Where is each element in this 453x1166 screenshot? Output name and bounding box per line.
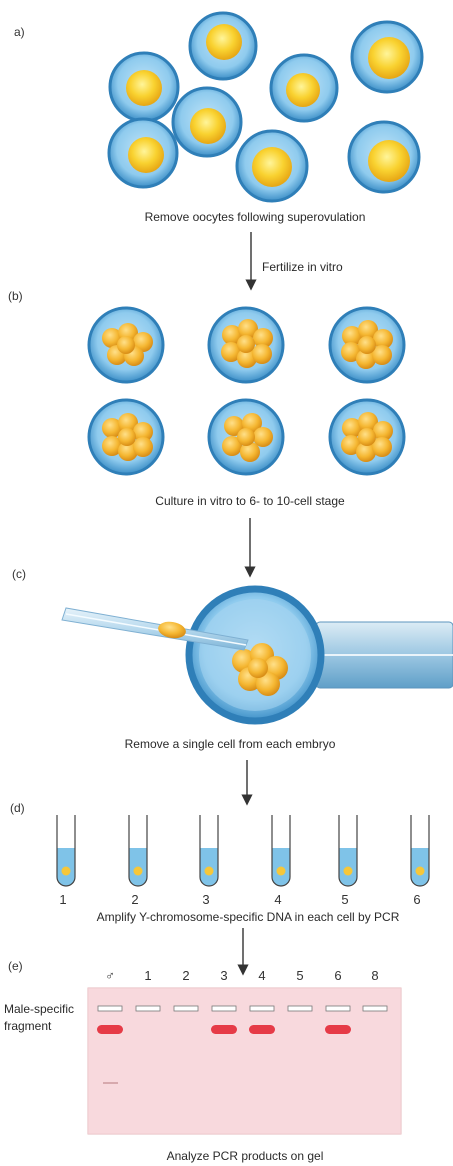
tube-label: 5 <box>341 892 348 907</box>
band-label-line1: Male-specific <box>4 1002 74 1016</box>
embryo-group <box>89 308 404 474</box>
tube-label: 6 <box>413 892 420 907</box>
pcr-tube-row: 1 2 3 4 5 6 <box>57 815 429 907</box>
pcr-tube: 1 <box>57 815 75 907</box>
panel-e-label: (e) <box>8 959 23 973</box>
tube-label: 2 <box>131 892 138 907</box>
single-cell <box>277 867 286 876</box>
gel-well <box>326 1006 350 1011</box>
holding-pipette <box>308 622 453 688</box>
embryo <box>330 308 404 382</box>
gel-well <box>288 1006 312 1011</box>
gel-lane-labels: ♂ 1 2 3 4 5 6 8 <box>105 968 378 983</box>
male-specific-band <box>249 1025 275 1034</box>
oocyte <box>110 53 178 121</box>
lane-label: 2 <box>182 968 189 983</box>
panel-c-label: (c) <box>12 567 26 581</box>
pcr-tube: 3 <box>200 815 218 907</box>
oocyte <box>271 55 337 121</box>
lane-label: 5 <box>296 968 303 983</box>
fertilize-label: Fertilize in vitro <box>262 260 343 274</box>
lane-label: 8 <box>371 968 378 983</box>
gel-well <box>174 1006 198 1011</box>
pcr-tube: 4 <box>272 815 290 907</box>
male-specific-band <box>325 1025 351 1034</box>
single-cell <box>62 867 71 876</box>
embryo <box>330 400 404 474</box>
panel-a-label: a) <box>14 25 25 39</box>
oocyte <box>237 131 307 201</box>
oocyte <box>352 22 422 92</box>
panel-b-label: (b) <box>8 289 23 303</box>
single-cell <box>205 867 214 876</box>
panel-d-label: (d) <box>10 801 25 815</box>
pcr-tube: 2 <box>129 815 147 907</box>
gel-well <box>136 1006 160 1011</box>
tube-label: 3 <box>202 892 209 907</box>
panel-d-caption: Amplify Y-chromosome-specific DNA in eac… <box>97 910 400 924</box>
gel-well <box>98 1006 122 1011</box>
panel-e-caption: Analyze PCR products on gel <box>167 1149 324 1163</box>
panel-c-caption: Remove a single cell from each embryo <box>125 737 336 751</box>
lane-label: 6 <box>334 968 341 983</box>
male-specific-band <box>97 1025 123 1034</box>
panel-a-caption: Remove oocytes following superovulation <box>145 210 366 224</box>
pcr-tube: 6 <box>411 815 429 907</box>
embryo <box>209 400 283 474</box>
band-label-line2: fragment <box>4 1019 52 1033</box>
embryo <box>89 308 163 382</box>
lane-label-male-control: ♂ <box>105 968 115 983</box>
single-cell <box>344 867 353 876</box>
embryo-large <box>189 589 321 721</box>
lane-label: 4 <box>258 968 265 983</box>
panel-b-caption: Culture in vitro to 6- to 10-cell stage <box>155 494 345 508</box>
oocyte-group <box>109 13 422 201</box>
gel <box>88 988 401 1134</box>
oocyte <box>109 119 177 187</box>
male-specific-band <box>211 1025 237 1034</box>
lane-label: 3 <box>220 968 227 983</box>
lane-label: 1 <box>144 968 151 983</box>
gel-well <box>250 1006 274 1011</box>
oocyte <box>349 122 419 192</box>
single-cell <box>134 867 143 876</box>
single-cell <box>416 867 425 876</box>
tube-label: 4 <box>274 892 281 907</box>
gel-well <box>363 1006 387 1011</box>
oocyte <box>190 13 256 79</box>
gel-well <box>212 1006 236 1011</box>
oocyte <box>173 88 241 156</box>
biopsy-illustration <box>62 589 453 721</box>
pcr-tube: 5 <box>339 815 357 907</box>
embryo <box>209 308 283 382</box>
tube-label: 1 <box>59 892 66 907</box>
embryo <box>89 400 163 474</box>
